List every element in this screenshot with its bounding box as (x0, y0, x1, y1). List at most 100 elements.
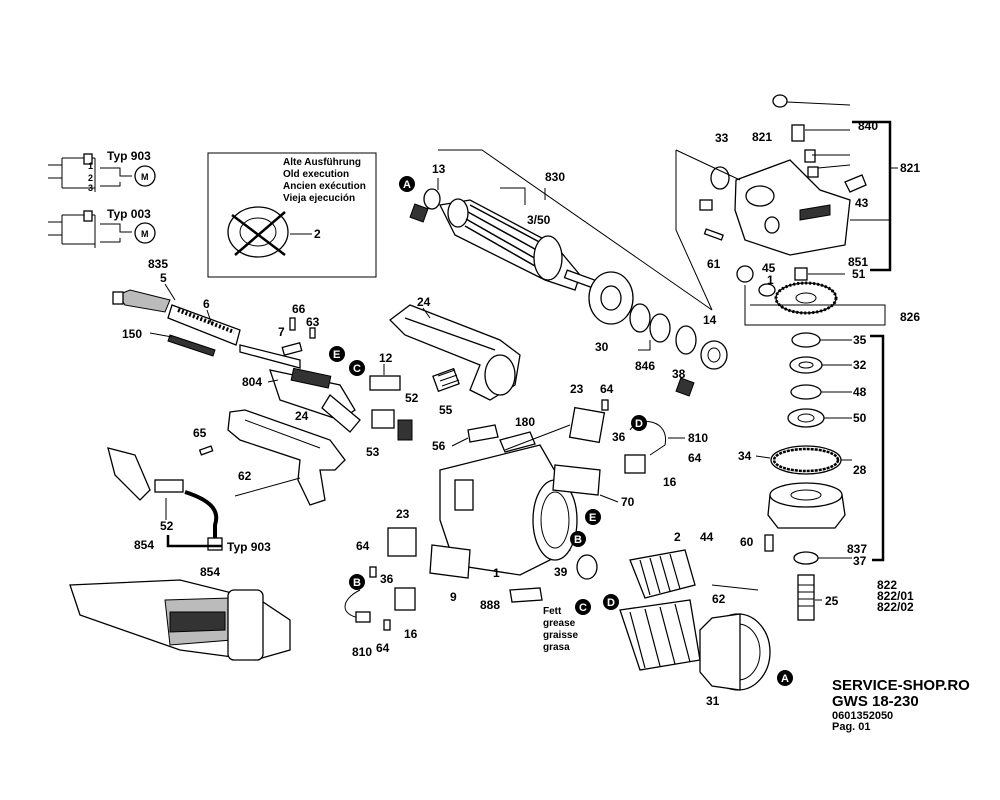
label-64: 64 (600, 382, 614, 396)
label-810: 810 (688, 431, 708, 445)
motor-symbol-icon (134, 165, 156, 187)
label-180: 180 (515, 415, 535, 429)
old-version-de: Alte Ausführung (283, 157, 361, 168)
label-854: 854 (134, 538, 154, 552)
armature-3-50 (439, 198, 597, 291)
callout-e-mid: E (585, 509, 601, 525)
svg-text:C: C (353, 363, 361, 375)
label-64-d: 64 (376, 641, 390, 655)
label-837: 837 (847, 542, 867, 556)
label-851: 851 (848, 255, 868, 269)
label-31: 31 (706, 694, 720, 708)
label-12: 12 (379, 351, 393, 365)
svg-text:D: D (635, 418, 643, 430)
label-plate-180 (499, 431, 536, 453)
svg-text:A: A (403, 179, 411, 191)
label-3-50: 3/50 (527, 213, 551, 227)
wiring-schematic-typ-003: M Typ 003 (48, 207, 156, 248)
label-810-b: 810 (352, 645, 372, 659)
label-6: 6 (203, 297, 210, 311)
motor-label: M (141, 172, 149, 182)
label-70: 70 (621, 495, 635, 509)
label-55: 55 (439, 403, 453, 417)
shop-name: SERVICE-SHOP.RO (832, 677, 970, 694)
old-version-fr: Ancien exécution (283, 181, 366, 192)
spring-55 (432, 367, 460, 393)
label-66: 66 (292, 302, 306, 316)
typ-003-label: Typ 003 (107, 207, 151, 221)
label-25: 25 (825, 594, 839, 608)
old-version-es: Vieja ejecución (283, 193, 355, 204)
switch-screws (281, 317, 316, 356)
footer-info: SERVICE-SHOP.RO GWS 18-230 0601352050 Pa… (832, 678, 970, 733)
gear-826 (774, 281, 838, 315)
field-coil-2 (629, 549, 696, 599)
typ-903-label-b: Typ 903 (227, 540, 271, 554)
svg-text:E: E (589, 512, 596, 524)
svg-text:A: A (781, 673, 789, 685)
label-plate-9 (429, 544, 471, 579)
pinion-45 (736, 265, 776, 297)
spindle-lock-840 (772, 94, 819, 178)
callout-e-left: E (329, 346, 345, 362)
label-16: 16 (663, 475, 677, 489)
brush-holder-16-b (394, 587, 416, 611)
label-43: 43 (855, 196, 869, 210)
fan-30 (588, 271, 634, 325)
svg-text:D: D (607, 597, 615, 609)
grinder-cutaway-854 (69, 579, 291, 661)
callout-c-lower: C (575, 599, 591, 615)
label-56: 56 (432, 439, 446, 453)
callout-d-lower: D (603, 594, 619, 610)
label-23: 23 (570, 382, 584, 396)
label-52-b: 52 (160, 519, 174, 533)
grease-de: Fett (543, 606, 562, 617)
label-1-b: 1 (493, 566, 500, 580)
part-number: 0601352050 (832, 710, 894, 722)
page-number: Pag. 01 (832, 721, 871, 733)
label-51: 51 (852, 267, 866, 281)
label-38: 38 (672, 367, 686, 381)
label-33: 33 (715, 131, 729, 145)
wiring-schematic-typ-903: M 1 2 3 Typ 903 (48, 149, 156, 193)
terminal-2-label: 2 (88, 173, 93, 183)
label-804: 804 (242, 375, 262, 389)
label-28: 28 (853, 463, 867, 477)
bearing-38 (675, 325, 697, 355)
label-60: 60 (740, 535, 754, 549)
svg-text:E: E (333, 349, 340, 361)
brush-cover-23-b (387, 527, 417, 557)
label-846: 846 (635, 359, 655, 373)
motor-label: M (141, 229, 149, 239)
label-13: 13 (432, 162, 446, 176)
gear-housing-31 (699, 613, 771, 691)
callout-b-left: B (349, 574, 365, 590)
label-53: 53 (366, 445, 380, 459)
label-36: 36 (612, 430, 626, 444)
terminal-1-label: 1 (88, 161, 93, 171)
rings-846 (629, 303, 671, 343)
label-24-b: 24 (295, 409, 309, 423)
part-12-block (369, 375, 401, 391)
label-9: 9 (450, 590, 457, 604)
callout-a-top: A (399, 176, 415, 192)
model-name: GWS 18-230 (832, 693, 919, 710)
part-51 (794, 267, 808, 281)
switch-804 (269, 367, 361, 433)
rear-handle-24 (389, 304, 521, 401)
terminal-3-label: 3 (88, 183, 93, 193)
label-822-01: 822/01 (877, 589, 914, 603)
label-plate-70 (552, 464, 601, 496)
label-16-b: 16 (404, 627, 418, 641)
motor-symbol-icon (134, 222, 156, 244)
label-64-c: 64 (356, 539, 370, 553)
label-888: 888 (480, 598, 500, 612)
connector-52-53 (371, 409, 413, 441)
label-62: 62 (238, 469, 252, 483)
label-45: 45 (762, 261, 776, 275)
grease-en: grease (543, 618, 576, 629)
label-34: 34 (738, 449, 752, 463)
label-50: 50 (853, 411, 867, 425)
svg-text:B: B (353, 577, 361, 589)
